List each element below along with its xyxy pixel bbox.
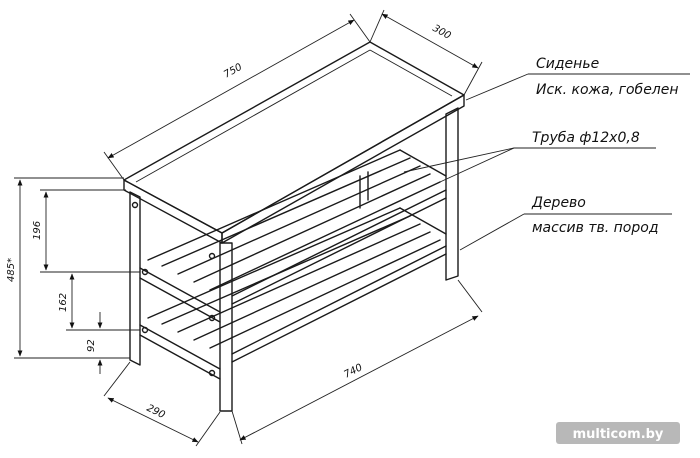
dim-740-text: 740 (342, 362, 364, 380)
watermark: multicom.by (556, 422, 680, 444)
label-seat: Сиденье (536, 56, 599, 72)
dim-485-text: 485* (6, 258, 17, 282)
label-wood: Дерево (531, 195, 586, 211)
bench-legs (129, 107, 459, 412)
lower-shelf-tubes (147, 207, 447, 363)
dim-162-text: 162 (58, 293, 69, 312)
label-seat-material: Иск. кожа, гобелен (536, 82, 679, 98)
dimension-lines (14, 9, 483, 447)
label-tube: Труба ф12х0,8 (532, 130, 640, 146)
label-wood-type: массив тв. пород (532, 220, 659, 236)
dim-300-text: 300 (431, 23, 453, 42)
dim-92-text: 92 (86, 339, 97, 352)
watermark-text: multicom.by (573, 427, 664, 442)
upper-shelf-tubes (147, 149, 447, 305)
bench-seat (123, 41, 465, 244)
leader-lines (403, 73, 690, 251)
dim-750-text: 750 (222, 62, 244, 81)
dim-196-text: 196 (32, 221, 43, 240)
dim-290-text: 290 (145, 403, 167, 421)
